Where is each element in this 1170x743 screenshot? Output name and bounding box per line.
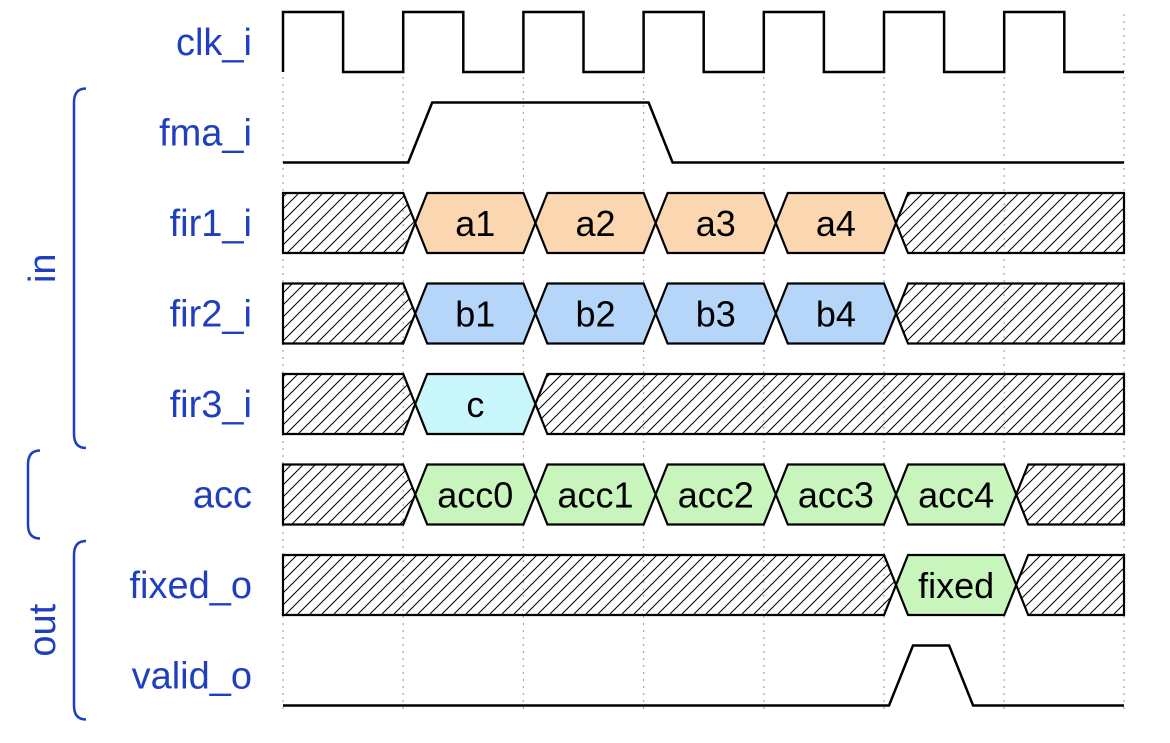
bus-text-acc1: acc1 — [557, 475, 633, 516]
bus-text-acc0: acc0 — [437, 475, 513, 516]
signal-row-fir1_i: a1 a2 a3 a4 — [281, 191, 1126, 255]
bus-undefined-fixed_o — [1015, 553, 1126, 617]
signal-row-clk_i — [281, 10, 1124, 74]
bus-text-b1: b1 — [455, 294, 495, 335]
bus-text-a2: a2 — [575, 203, 615, 244]
bus-undefined-fir1_i — [894, 191, 1126, 255]
signal-label-valid_o: valid_o — [132, 656, 252, 698]
group-bracket-1 — [26, 449, 41, 540]
bus-undefined-fir2_i — [281, 282, 417, 345]
signal-label-acc: acc — [193, 475, 252, 517]
signal-label-clk_i: clk_i — [176, 22, 252, 64]
signal-row-fir2_i: b1 b2 b3 b4 — [281, 282, 1126, 345]
bus-undefined-fir2_i — [894, 282, 1126, 345]
signal-label-fir2_i: fir2_i — [170, 294, 252, 336]
bus-text-b2: b2 — [575, 294, 615, 335]
group-bracket-0 — [72, 87, 87, 450]
bus-text-acc4: acc4 — [918, 475, 994, 516]
bus-text-b4: b4 — [816, 294, 856, 335]
group-label-out: out — [22, 603, 64, 656]
bit-waveform-valid_o — [283, 644, 1124, 707]
bus-text-a4: a4 — [816, 203, 856, 244]
clock-waveform — [281, 10, 1124, 74]
signal-row-fma_i — [283, 101, 1124, 164]
bus-undefined-fir1_i — [281, 191, 417, 255]
signal-row-fixed_o: fixed — [281, 553, 1126, 617]
signal-row-acc: acc0 acc1 acc2 acc3 acc4 — [281, 463, 1126, 526]
group-label-in: in — [22, 253, 64, 283]
bus-undefined-fir3_i — [281, 372, 417, 436]
bus-text-a1: a1 — [455, 203, 495, 244]
signal-row-fir3_i: c — [281, 372, 1126, 436]
bus-undefined-fixed_o — [281, 553, 898, 617]
bus-undefined-acc — [1015, 463, 1126, 526]
signal-row-valid_o — [283, 644, 1124, 707]
bus-undefined-acc — [281, 463, 417, 526]
signal-label-fma_i: fma_i — [159, 113, 252, 155]
bus-text-b3: b3 — [696, 294, 736, 335]
bus-text-acc2: acc2 — [678, 475, 754, 516]
bus-text-a3: a3 — [696, 203, 736, 244]
bus-text-fixed: fixed — [918, 565, 994, 606]
signal-groups: in out — [22, 87, 87, 721]
signal-label-fixed_o: fixed_o — [129, 565, 252, 607]
signal-label-fir1_i: fir1_i — [170, 203, 252, 245]
signal-label-fir3_i: fir3_i — [170, 384, 252, 426]
bit-waveform-fma_i — [283, 101, 1124, 164]
bus-text-c: c — [466, 384, 484, 425]
bus-undefined-fir3_i — [534, 372, 1126, 436]
group-bracket-2 — [72, 539, 87, 721]
waveforms: a1 a2 a3 a4 b1 b2 b3 b4 c acc0 acc1 acc2 acc3 acc4 fix… — [281, 10, 1126, 707]
bus-text-acc3: acc3 — [798, 475, 874, 516]
